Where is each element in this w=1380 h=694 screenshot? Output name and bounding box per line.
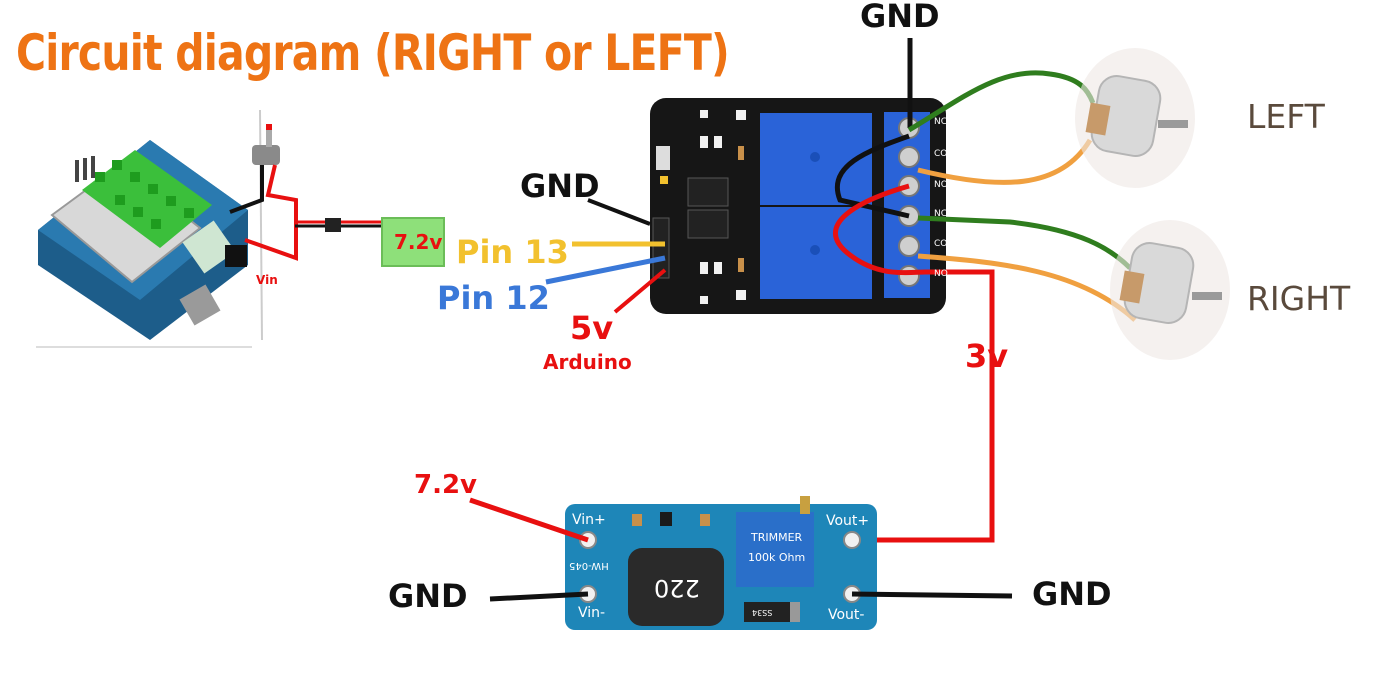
vout-minus-label: Vout- (828, 607, 865, 623)
boost-gnd-out-wire (851, 591, 1013, 599)
three-volt-label: 3v (965, 337, 1009, 375)
switch-icon (252, 109, 280, 341)
gnd-relay-input-wire (587, 198, 651, 226)
boost-input-voltage-label: 7.2v (414, 470, 478, 500)
terminal-label: NC (934, 117, 948, 127)
right-motor-label: RIGHT (1247, 279, 1351, 318)
relay-board (650, 98, 946, 314)
left-orange-wire (917, 138, 1093, 185)
boost-gnd-in-wire (489, 591, 589, 602)
gnd-boost-out-label: GND (1032, 575, 1112, 613)
battery-pack (381, 217, 445, 267)
five-volt-label: 5v (570, 309, 614, 347)
gnd-relay-label: GND (520, 167, 600, 205)
boost-converter-board (565, 496, 877, 630)
gnd-top-label: GND (860, 0, 940, 35)
terminal-label: NO (934, 180, 948, 190)
diode-label: SS34 (752, 608, 773, 617)
pin12-label: Pin 12 (437, 279, 550, 317)
relay-3v-wire (833, 183, 995, 543)
board-model-label: HW-045 (569, 560, 609, 571)
vin-minus-label: Vin- (578, 605, 606, 621)
arduino-shield (36, 109, 388, 348)
vin-plus-label: Vin+ (572, 512, 606, 528)
terminal-label: NO (934, 269, 948, 279)
vin-label: Vin (256, 273, 278, 287)
terminal-label: COM (934, 239, 956, 249)
terminal-label: COM (934, 149, 956, 159)
vcc5-wire (613, 268, 667, 314)
motor-right-icon (1110, 220, 1230, 360)
vout-plus-label: Vout+ (826, 513, 870, 529)
gnd-relay-loop-wire (835, 133, 910, 219)
arduino-label: Arduino (543, 350, 632, 374)
battery-label: 7.2v (394, 230, 443, 254)
gnd-boost-in-label: GND (388, 577, 468, 615)
inductor-label: 220 (654, 574, 700, 602)
left-motor-label: LEFT (1247, 97, 1325, 136)
pin13-label: Pin 13 (456, 233, 569, 271)
right-orange-wire (917, 253, 1137, 322)
terminal-label: NC (934, 209, 948, 219)
trimmer-value-label: 100k Ohm (748, 551, 806, 564)
page-title: Circuit diagram (RIGHT or LEFT) (16, 24, 730, 82)
motor-left-icon (1075, 48, 1195, 188)
boost-vin-wire (469, 497, 589, 543)
pin12-wire (545, 255, 666, 285)
trimmer-title-label: TRIMMER (751, 531, 803, 544)
